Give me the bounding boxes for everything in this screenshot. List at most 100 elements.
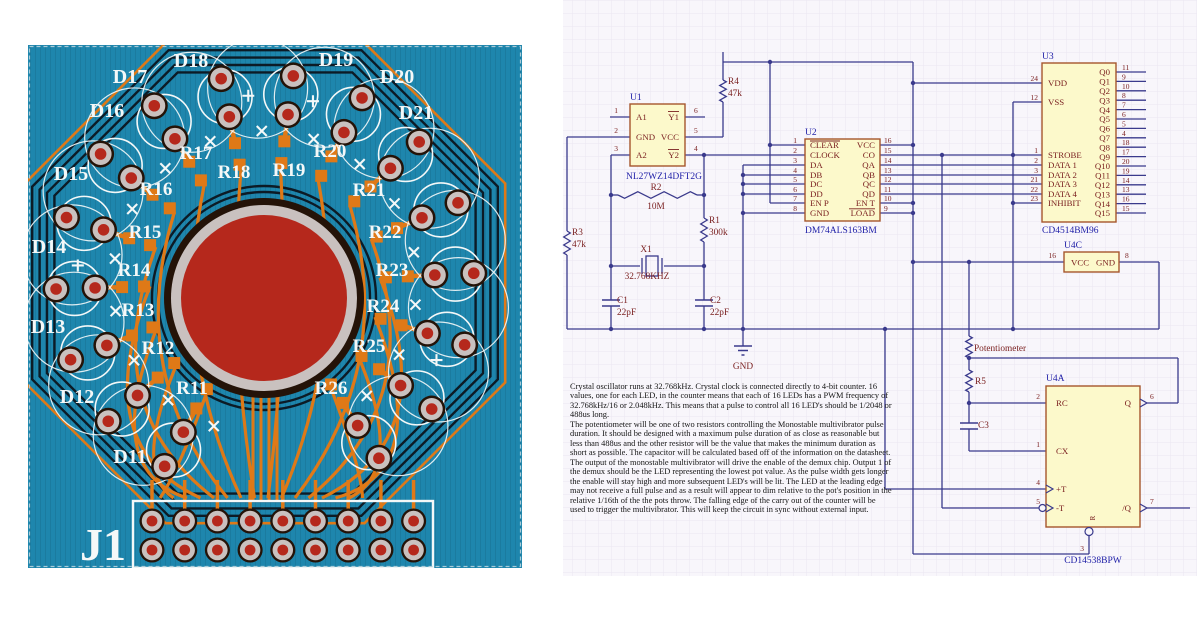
smd-pad (144, 239, 157, 252)
pin-name: INHIBIT (1048, 198, 1081, 208)
junction-dot (966, 400, 972, 406)
pin-name: Q15 (1095, 208, 1111, 218)
pad-hole (101, 339, 113, 352)
pin-name: DA (810, 160, 823, 170)
junction-dot (910, 200, 916, 206)
pad-hole (169, 133, 181, 145)
resistor-label: R13 (122, 300, 155, 321)
component-refdes: U4A (1046, 374, 1065, 384)
pin-name: EN T (856, 198, 876, 208)
pin-triangle (1045, 503, 1055, 513)
ic-body-u3 (1041, 62, 1117, 223)
junction-dot (910, 80, 916, 86)
pin-name: VSS (1048, 97, 1064, 107)
pin-name: Q6 (1099, 124, 1110, 134)
resistor-symbol (562, 230, 572, 256)
pin-name: A1 (636, 112, 647, 122)
junction-dot (701, 263, 707, 269)
resistor-label: R11 (176, 378, 208, 399)
pad-hole (179, 515, 191, 527)
pin-number: 12 (884, 175, 892, 184)
pad-hole (177, 426, 190, 438)
pin-name: DATA 3 (1048, 179, 1077, 189)
connector-j1 (131, 480, 435, 568)
smd-pad (229, 137, 242, 150)
crystal-symbol (645, 255, 659, 277)
pin-number: 3 (614, 144, 618, 153)
pin-number: 11 (1122, 63, 1129, 72)
design-notes: Crystal oscillator runs at 32.768kHz. Cr… (570, 382, 892, 515)
net-bubble (1084, 526, 1094, 537)
polarity-x-mark (128, 354, 140, 366)
smd-pad (391, 222, 404, 235)
pin-name: Q (1125, 398, 1132, 408)
pad-hole (375, 544, 387, 556)
pad-hole (394, 379, 407, 392)
silkscreen-arc (42, 140, 144, 242)
polarity-plus-mark (242, 89, 255, 102)
polarity-plus-mark (430, 354, 443, 367)
pin-number: 1 (614, 106, 618, 115)
pin-number: 18 (1122, 138, 1130, 147)
pad-hole (89, 282, 101, 294)
pad-hole (212, 515, 223, 527)
pad-hole (287, 70, 300, 82)
ic-body-u4a (1045, 385, 1141, 528)
pin-number: 9 (884, 204, 888, 213)
junction-dot (608, 263, 614, 269)
component-label: 10M (647, 202, 665, 212)
component-label: GND (733, 362, 753, 372)
smd-pad (151, 371, 164, 384)
net-bubble (1038, 503, 1047, 513)
pin-name: DD (810, 189, 823, 199)
smd-pad (275, 157, 288, 170)
pin-number: 16 (1122, 195, 1130, 204)
pin-number: 9 (1122, 72, 1126, 81)
polarity-x-mark (109, 252, 121, 265)
component-refdes: U1 (630, 93, 642, 103)
pin-name: /Q (1122, 503, 1131, 513)
smd-pad (138, 280, 151, 293)
polarity-x-mark (109, 305, 122, 317)
component-refdes: U4C (1064, 241, 1082, 251)
junction-dot (740, 326, 746, 332)
pin-number: 4 (1036, 478, 1040, 487)
pin-name: QC (863, 179, 875, 189)
junction-dot (608, 326, 614, 332)
notes-paragraph: Crystal oscillator runs at 32.768kHz. Cr… (570, 382, 892, 420)
polarity-plus-mark (71, 259, 84, 272)
smd-pad (200, 383, 213, 396)
pin-number: 5 (694, 126, 698, 135)
pin-name: VCC (857, 140, 875, 150)
pin-name: Q7 (1099, 133, 1110, 143)
resistor-label: R23 (376, 260, 409, 281)
resistor-symbol (617, 190, 698, 200)
pin-name: DATA 1 (1048, 160, 1077, 170)
led-outline (389, 370, 445, 426)
component-label: R2 (651, 183, 662, 193)
component-refdes: U2 (805, 128, 817, 138)
connector-label: J1 (80, 519, 126, 570)
pin-number: 7 (1150, 497, 1154, 506)
pin-name: Q13 (1095, 189, 1111, 199)
junction-dot (910, 142, 916, 148)
junction-dot (910, 210, 916, 216)
pin-name: Q5 (1099, 114, 1110, 124)
pad-hole (413, 136, 426, 148)
center-pot (181, 215, 347, 381)
smd-pad (233, 158, 246, 171)
pin-number: 1 (1034, 146, 1038, 155)
resistor-label: R21 (353, 180, 386, 201)
pin-number: 3 (1034, 166, 1038, 175)
smd-pad (374, 312, 387, 325)
polarity-x-mark (126, 203, 138, 215)
pin-name: EN P (810, 198, 829, 208)
pin-number: 7 (1122, 101, 1126, 110)
pad-hole (94, 148, 107, 160)
pin-number: 17 (1122, 148, 1130, 157)
led-label: D15 (54, 163, 88, 185)
component-label: 22pF (617, 308, 636, 318)
led-label: D14 (32, 236, 66, 258)
